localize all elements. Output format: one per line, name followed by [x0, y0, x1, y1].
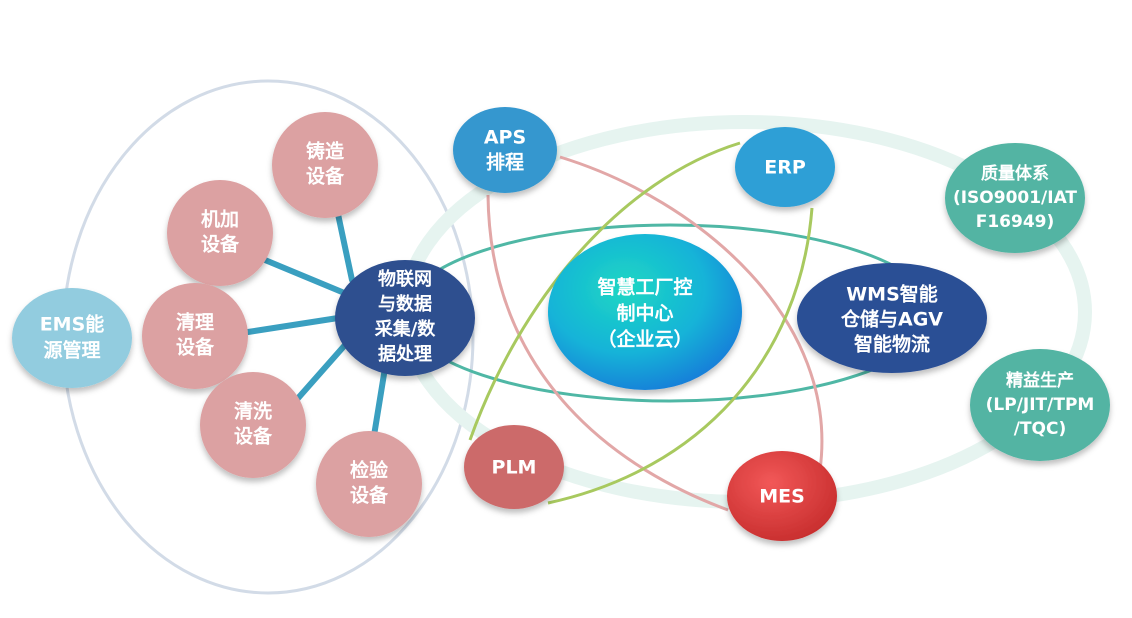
orbit-aps-mes-lower — [486, 194, 729, 512]
casting-label-2: 设备 — [306, 165, 345, 188]
node-machining[interactable]: 机加 设备 — [167, 180, 273, 286]
aps-label-1: APS — [484, 127, 526, 149]
center-label-3: （企业云） — [597, 328, 692, 351]
aps-circle — [453, 107, 557, 193]
node-casting[interactable]: 铸造 设备 — [272, 112, 378, 218]
node-washing[interactable]: 清洗 设备 — [200, 372, 306, 478]
node-cleaning[interactable]: 清理 设备 — [142, 283, 248, 389]
iot-label-1: 物联网 — [378, 268, 432, 290]
erp-circle — [735, 127, 835, 207]
casting-circle — [272, 112, 378, 218]
node-iot-hub[interactable]: 物联网 与数据 采集/数 据处理 — [335, 260, 475, 376]
ems-circle — [12, 288, 132, 388]
inspection-circle — [316, 431, 422, 537]
iot-label-2: 与数据 — [378, 293, 432, 315]
machining-circle — [167, 180, 273, 286]
washing-circle — [200, 372, 306, 478]
casting-label-1: 铸造 — [306, 140, 345, 163]
wms-label-2: 仓储与AGV — [840, 308, 943, 331]
node-mes[interactable]: MES — [727, 451, 837, 541]
iot-label-3: 采集/数 — [374, 318, 437, 340]
spoke-washing — [289, 342, 348, 408]
plm-label: PLM — [492, 457, 537, 479]
wms-label-1: WMS智能 — [846, 283, 938, 306]
node-plm[interactable]: PLM — [464, 425, 564, 509]
spoke-machining — [262, 257, 345, 295]
node-lean[interactable]: 精益生产 (LP/JIT/TPM /TQC) — [970, 349, 1110, 461]
washing-label-2: 设备 — [234, 425, 273, 448]
center-label-1: 智慧工厂控 — [597, 276, 692, 299]
mes-circle — [727, 451, 837, 541]
quality-label-1: 质量体系 — [981, 163, 1049, 184]
node-wms[interactable]: WMS智能 仓储与AGV 智能物流 — [797, 263, 987, 373]
quality-label-2: (ISO9001/IAT — [953, 188, 1077, 208]
iot-label-4: 据处理 — [378, 343, 432, 365]
quality-label-3: F16949) — [976, 212, 1055, 232]
cleaning-circle — [142, 283, 248, 389]
lean-label-1: 精益生产 — [1006, 370, 1074, 391]
quality-circle — [945, 143, 1085, 253]
iot-circle — [335, 260, 475, 376]
inspection-label-1: 检验 — [350, 459, 389, 482]
wms-label-3: 智能物流 — [854, 333, 930, 356]
inspection-label-2: 设备 — [350, 484, 389, 507]
node-aps[interactable]: APS 排程 — [453, 107, 557, 193]
washing-label-1: 清洗 — [234, 400, 272, 423]
center-label-2: 制中心 — [616, 302, 673, 325]
orbit-plm-erp — [468, 141, 741, 441]
aps-label-2: 排程 — [486, 151, 524, 174]
plm-circle — [464, 425, 564, 509]
center-circle — [548, 234, 742, 390]
cleaning-label-1: 清理 — [176, 311, 214, 334]
lean-label-2: (LP/JIT/TPM — [986, 395, 1095, 415]
node-erp[interactable]: ERP — [735, 127, 835, 207]
node-center[interactable]: 智慧工厂控 制中心 （企业云） — [548, 234, 742, 390]
node-quality[interactable]: 质量体系 (ISO9001/IAT F16949) — [945, 143, 1085, 253]
lean-circle — [970, 349, 1110, 461]
spoke-cleaning — [245, 315, 341, 335]
ems-label-1: EMS能 — [40, 313, 105, 336]
node-inspection[interactable]: 检验 设备 — [316, 431, 422, 537]
node-ems[interactable]: EMS能 源管理 — [12, 288, 132, 388]
machining-label-1: 机加 — [201, 209, 239, 231]
mes-label: MES — [759, 486, 805, 508]
machining-label-2: 设备 — [201, 233, 240, 256]
erp-label: ERP — [764, 157, 806, 179]
lean-label-3: /TQC) — [1014, 419, 1067, 439]
orbit-plm-erp-lower — [547, 207, 814, 505]
wms-circle — [797, 263, 987, 373]
cleaning-label-2: 设备 — [176, 336, 215, 359]
ems-label-2: 源管理 — [43, 339, 100, 362]
orbit-aps-mes — [559, 155, 824, 471]
